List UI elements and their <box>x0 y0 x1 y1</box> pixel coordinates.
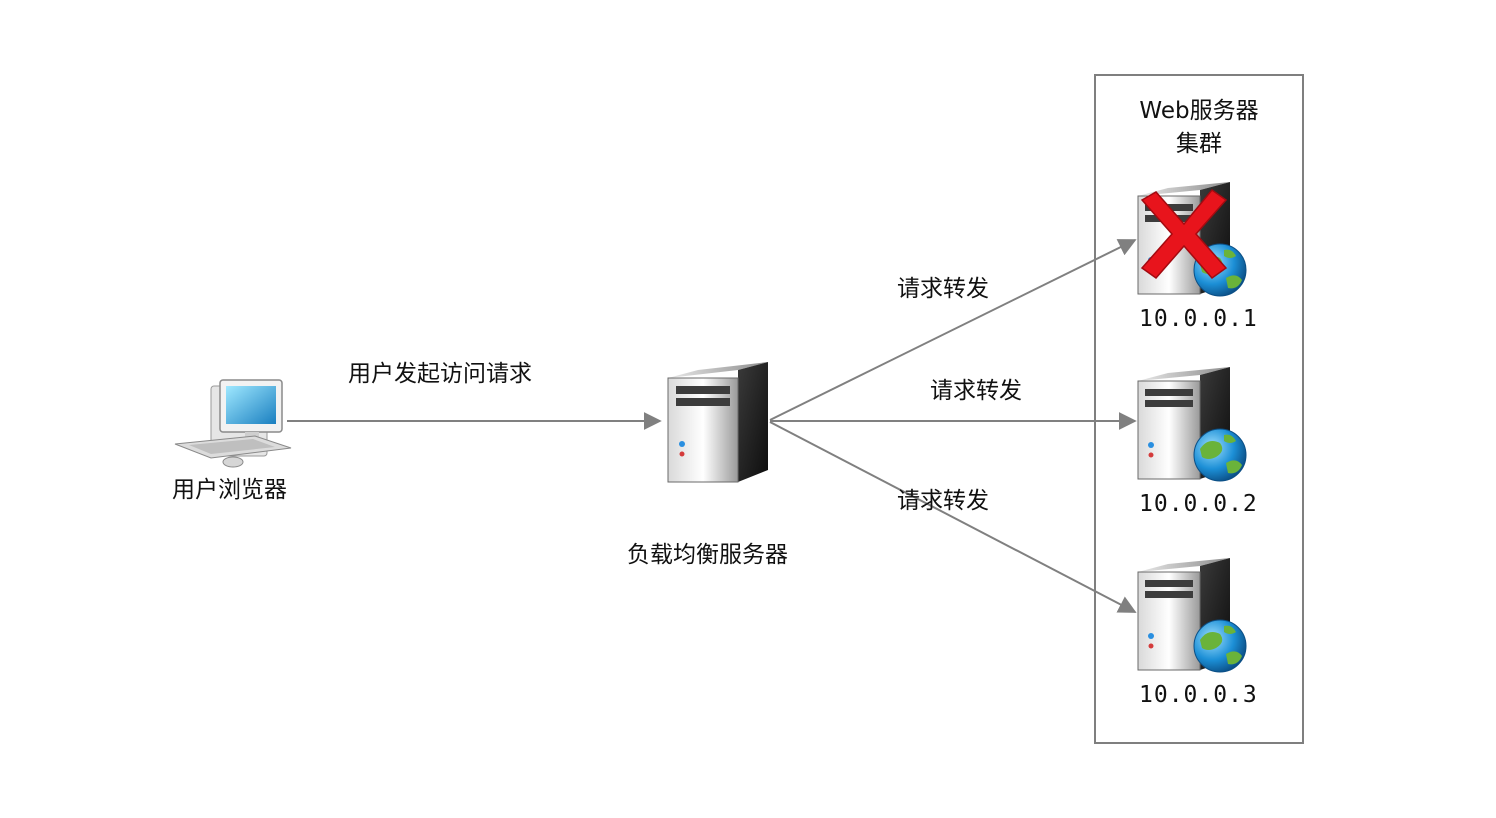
forward-edge-3-label: 请求转发 <box>897 488 989 514</box>
cluster-title-line2: 集群 <box>1176 131 1222 157</box>
web-server-3-icon <box>1137 558 1247 673</box>
load-balancer-label: 负载均衡服务器 <box>627 542 788 568</box>
server-2-ip: 10.0.0.2 <box>1139 491 1258 517</box>
globe-icon <box>1193 428 1247 482</box>
computer-icon <box>174 379 292 468</box>
web-server-1-icon <box>1137 182 1247 297</box>
red-x-icon <box>1140 188 1228 280</box>
forward-edge-3 <box>769 421 1137 613</box>
request-edge-label: 用户发起访问请求 <box>348 361 532 387</box>
web-server-2-icon <box>1137 367 1247 482</box>
forward-edge-1 <box>769 239 1137 421</box>
cluster-title: Web服务器 集群 <box>1095 95 1303 161</box>
server-icon <box>667 362 768 483</box>
server-3-ip: 10.0.0.3 <box>1139 682 1258 708</box>
client-label: 用户浏览器 <box>172 477 287 503</box>
forward-edge-2-label: 请求转发 <box>930 378 1022 404</box>
server-1-ip: 10.0.0.1 <box>1139 306 1258 332</box>
web-cluster-box <box>1094 74 1304 744</box>
forward-edge-1-label: 请求转发 <box>897 276 989 302</box>
cluster-title-line1: Web服务器 <box>1139 98 1259 124</box>
globe-icon <box>1193 619 1247 673</box>
